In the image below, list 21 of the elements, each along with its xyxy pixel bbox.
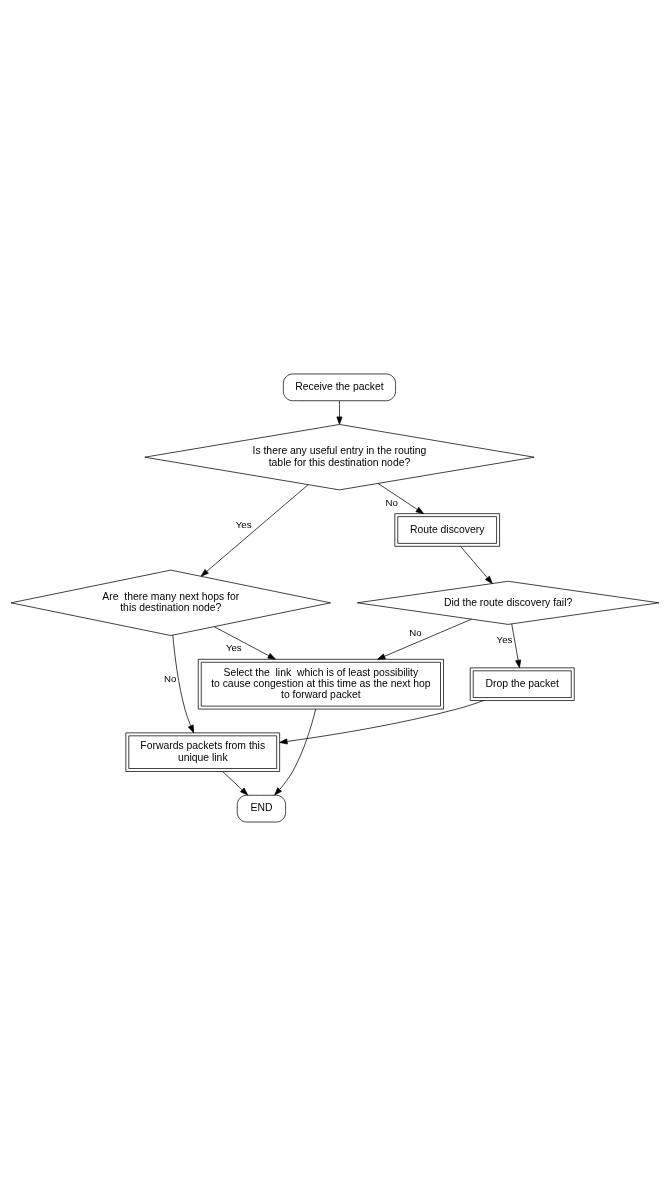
arrow bbox=[172, 634, 194, 733]
arrow bbox=[222, 770, 249, 795]
arrow bbox=[213, 625, 276, 660]
arrow bbox=[511, 623, 522, 668]
edge-label: No bbox=[163, 672, 177, 684]
arrow bbox=[460, 545, 493, 584]
node-box: END bbox=[236, 794, 286, 822]
edge-label: Yes bbox=[235, 518, 252, 530]
node-box: Receive the packet bbox=[283, 373, 396, 401]
arrow bbox=[200, 483, 309, 577]
arrow bbox=[377, 482, 424, 514]
node-diamond: Did the route discovery fail? bbox=[356, 580, 660, 625]
arrow bbox=[377, 618, 472, 660]
edge-label: Yes bbox=[496, 633, 513, 645]
arrow bbox=[279, 699, 484, 744]
node-diamond: Is there any useful entry in the routing table for this destination node? bbox=[144, 423, 535, 490]
arrow bbox=[274, 708, 317, 795]
arrow bbox=[336, 400, 343, 425]
edge-label: No bbox=[385, 496, 398, 508]
edge-label: No bbox=[409, 626, 422, 638]
edge-label: Yes bbox=[225, 641, 242, 653]
